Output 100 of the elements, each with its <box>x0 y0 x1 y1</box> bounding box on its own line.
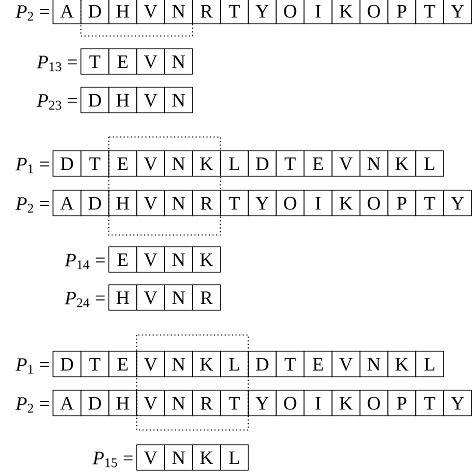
letter-cell: V <box>136 190 165 216</box>
letter-cell: L <box>415 350 444 378</box>
sequence-label: P$_{24}$ = <box>64 292 105 308</box>
letter-cell: N <box>360 150 388 177</box>
letter-cell: E <box>108 246 138 273</box>
letter-cell: O <box>276 390 304 416</box>
letter-cell: V <box>136 444 165 471</box>
letter-cell: E <box>108 48 138 75</box>
letter-cell: P <box>387 0 416 24</box>
letter-cell: Y <box>443 0 472 24</box>
letter-cell: V <box>136 150 165 177</box>
letter-cell: P <box>387 190 416 216</box>
sequence-label: P$_{2}$ = <box>15 5 49 21</box>
letter-cell: D <box>52 150 82 177</box>
letter-cell: R <box>192 190 221 216</box>
letter-cell: K <box>332 190 360 216</box>
letter-cell: D <box>80 86 110 114</box>
letter-cell: N <box>164 48 193 75</box>
letter-cell: O <box>276 190 304 216</box>
letter-cell: L <box>220 444 249 471</box>
letter-cell: K <box>192 444 221 471</box>
letter-cell: H <box>108 86 138 114</box>
sequence-label: P$_{23}$ = <box>36 94 77 110</box>
letter-cell: N <box>164 86 193 114</box>
letter-cell: H <box>108 0 138 24</box>
letter-cell: H <box>108 284 138 311</box>
sequence-label: P$_{13}$ = <box>36 56 77 72</box>
letter-cell: T <box>415 190 444 216</box>
letter-cell: A <box>52 0 82 24</box>
letter-cell: K <box>192 150 221 177</box>
letter-cell: V <box>136 246 165 273</box>
letter-cell: D <box>52 350 82 378</box>
letter-cell: K <box>387 350 416 378</box>
letter-cell: L <box>220 150 249 177</box>
sequence-label: P$_{1}$ = <box>15 158 49 174</box>
letter-cell: V <box>136 350 165 378</box>
letter-cell: R <box>192 390 221 416</box>
letter-cell: H <box>108 390 138 416</box>
letter-cell: N <box>360 350 388 378</box>
letter-cell: O <box>360 190 388 216</box>
letter-cell: D <box>248 350 277 378</box>
letter-cell: O <box>360 390 388 416</box>
letter-cell: I <box>304 0 332 24</box>
sequence-label: P$_{2}$ = <box>15 197 49 213</box>
letter-cell: V <box>136 86 165 114</box>
letter-cell: K <box>192 350 221 378</box>
letter-cell: V <box>136 48 165 75</box>
letter-cell: N <box>164 0 193 24</box>
letter-cell: I <box>304 190 332 216</box>
letter-cell: E <box>304 150 332 177</box>
letter-cell: D <box>80 0 110 24</box>
letter-cell: Y <box>248 190 277 216</box>
letter-cell: L <box>220 350 249 378</box>
letter-cell: T <box>80 150 110 177</box>
letter-cell: V <box>136 0 165 24</box>
letter-cell: N <box>164 284 193 311</box>
letter-cell: K <box>332 0 360 24</box>
letter-cell: P <box>387 390 416 416</box>
letter-cell: N <box>164 246 193 273</box>
letter-cell: V <box>332 350 360 378</box>
letter-cell: T <box>80 350 110 378</box>
letter-cell: L <box>415 150 444 177</box>
letter-cell: O <box>276 0 304 24</box>
letter-cell: V <box>136 284 165 311</box>
letter-cell: V <box>136 390 165 416</box>
letter-cell: A <box>52 390 82 416</box>
letter-cell: N <box>164 390 193 416</box>
letter-cell: N <box>164 190 193 216</box>
letter-cell: R <box>192 0 221 24</box>
letter-cell: V <box>332 150 360 177</box>
letter-cell: A <box>52 190 82 216</box>
letter-cell: E <box>304 350 332 378</box>
letter-cell: K <box>192 246 221 273</box>
letter-cell: E <box>108 350 138 378</box>
letter-cell: O <box>360 0 388 24</box>
letter-cell: D <box>80 390 110 416</box>
letter-cell: T <box>220 390 249 416</box>
letter-cell: N <box>164 444 193 471</box>
letter-cell: T <box>415 390 444 416</box>
letter-cell: E <box>108 150 138 177</box>
letter-cell: T <box>415 0 444 24</box>
letter-cell: N <box>164 350 193 378</box>
letter-cell: Y <box>248 390 277 416</box>
letter-cell: I <box>304 390 332 416</box>
letter-cell: K <box>332 390 360 416</box>
letter-cell: T <box>220 190 249 216</box>
letter-cell: K <box>387 150 416 177</box>
letter-cell: Y <box>443 190 472 216</box>
letter-cell: Y <box>248 0 277 24</box>
sequence-label: P$_{15}$ = <box>92 452 133 468</box>
letter-cell: R <box>192 284 221 311</box>
letter-cell: D <box>80 190 110 216</box>
letter-cell: T <box>220 0 249 24</box>
letter-cell: Y <box>443 390 472 416</box>
sequence-label: P$_{2}$ = <box>15 397 49 413</box>
letter-cell: T <box>276 150 304 177</box>
letter-cell: T <box>80 48 110 75</box>
letter-cell: H <box>108 190 138 216</box>
sequence-label: P$_{1}$ = <box>15 358 49 374</box>
sequence-label: P$_{14}$ = <box>64 254 105 270</box>
